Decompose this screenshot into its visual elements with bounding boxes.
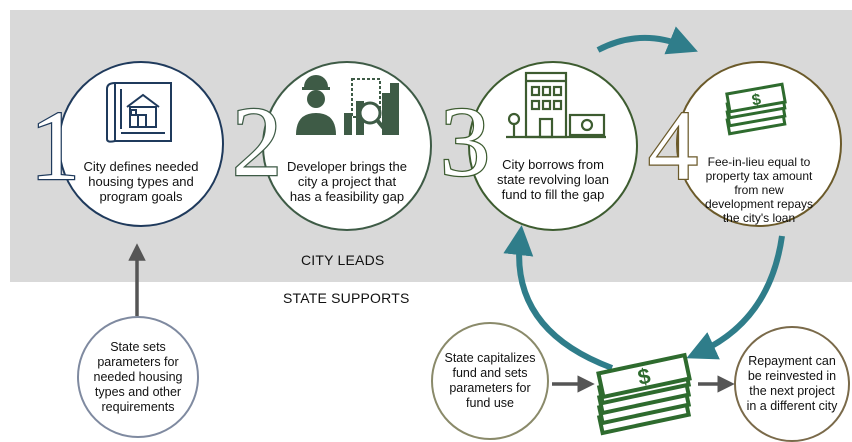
state-capitalize-text: State capitalizes fund and sets paramete…	[444, 351, 536, 410]
fund-money-stack-icon: $	[596, 352, 692, 436]
blueprint-house-icon	[106, 82, 172, 143]
money-stack-icon: $	[725, 82, 787, 136]
svg-text:$: $	[751, 91, 763, 109]
step-1-text: City defines needed housing types and pr…	[83, 159, 199, 204]
step-4-number: 4	[647, 90, 700, 201]
step-2-text: Developer brings the city a project that…	[287, 159, 407, 204]
step-2-circle: Developer brings the city a project that…	[262, 61, 432, 231]
svg-text:$: $	[636, 363, 653, 390]
step-3-circle: City borrows from state revolving loan f…	[468, 61, 638, 231]
state-parameters-text: State sets parameters for needed housing…	[93, 339, 183, 414]
reinvest-text: Repayment can be reinvested in the next …	[746, 354, 838, 413]
step-3-text: City borrows from state revolving loan f…	[496, 157, 609, 202]
step-4-circle: $ Fee-in-lieu equal to property tax amou…	[676, 61, 842, 227]
state-supports-label: STATE SUPPORTS	[283, 290, 410, 306]
city-leads-label: CITY LEADS	[301, 252, 385, 268]
building-money-icon	[506, 71, 606, 139]
step-3-number: 3	[439, 86, 492, 197]
arrow-step4-to-fund	[686, 235, 785, 360]
developer-buildings-magnifier-icon	[296, 75, 399, 135]
arrow-fund-to-step3	[503, 225, 614, 371]
state-capitalize-circle: State capitalizes fund and sets paramete…	[431, 322, 549, 440]
step-1-circle: City defines needed housing types and pr…	[58, 61, 224, 227]
arrow-step3-to-step4	[596, 26, 698, 55]
step-4-text: Fee-in-lieu equal to property tax amount…	[704, 155, 814, 225]
reinvest-circle: Repayment can be reinvested in the next …	[734, 326, 850, 442]
step-2-number: 2	[231, 86, 284, 197]
step-1-number: 1	[29, 90, 82, 201]
state-parameters-circle: State sets parameters for needed housing…	[77, 316, 199, 438]
